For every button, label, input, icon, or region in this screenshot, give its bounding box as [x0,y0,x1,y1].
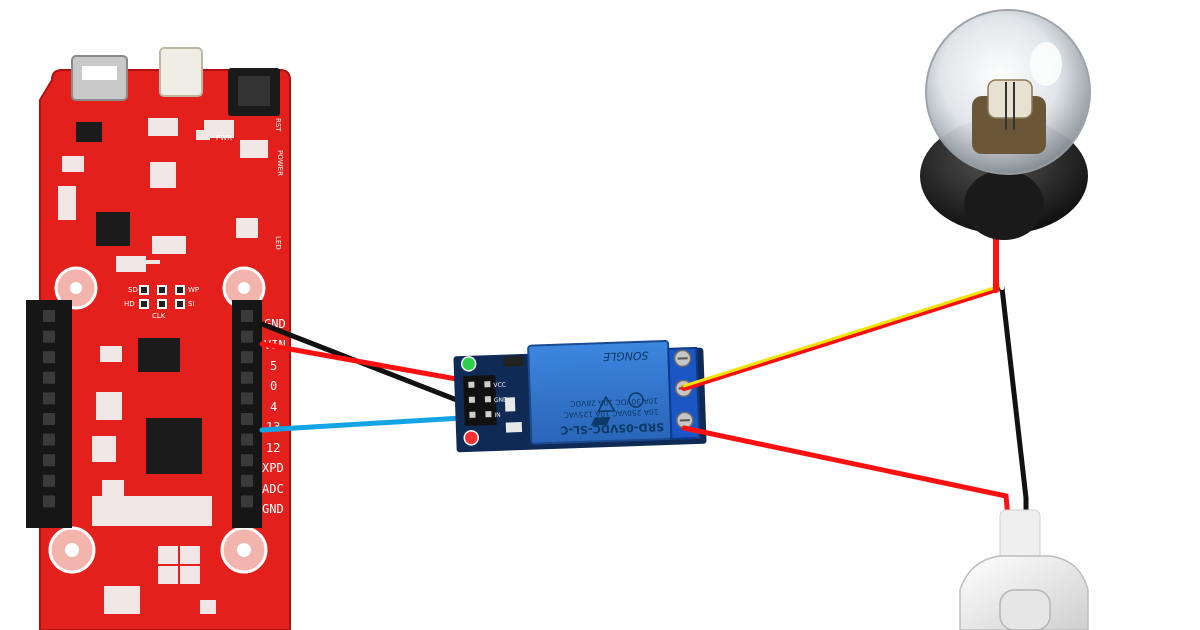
wire-live-yellow [681,285,1003,391]
right-header-hole-8 [241,474,253,487]
silk-led: LED [274,236,282,250]
wire-vin [259,341,465,383]
load-wires [681,235,1029,543]
silk-spi-sd: SD [128,286,138,294]
right-header-hole-3 [241,371,253,384]
left-header-hole-2 [43,351,55,364]
pin-label-5: 5 [270,359,277,373]
relay-module: VCC GND IN SRD-05VDC-SL-C 10A 250VAC 10A… [453,339,707,453]
esp8266-board: SD WP HD SI CLK PWR RST POWER LED GND VI… [26,47,291,630]
right-header-hole-2 [241,351,253,364]
right-header-hole-0 [241,310,253,322]
wire-signal [259,415,465,433]
left-header-hole-6 [43,433,55,446]
pin-label-gnd-2: GND [262,502,284,516]
pin-label-adc: ADC [262,482,284,496]
left-header-hole-8 [43,474,55,487]
pin-label-0: 0 [270,379,277,393]
pin-label-xpd: XPD [262,461,284,475]
right-header-hole-1 [241,330,253,343]
left-header-holes [43,310,55,508]
left-header-hole-5 [43,413,55,425]
usb-serial-chip [96,212,130,246]
right-header-hole-9 [241,495,253,508]
warning-triangle-icon [597,395,616,413]
control-wires [259,321,465,433]
right-header-hole-7 [241,454,253,467]
right-header-hole-4 [241,392,253,405]
relay-brand-text: SONGLE [603,349,649,364]
left-header-hole-1 [43,330,55,343]
left-header-hole-7 [43,454,55,467]
silk-spi-clk: CLK [152,312,166,320]
relay-model-text: SRD-05VDC-SL-C [560,420,664,437]
regulator-chip [76,122,102,142]
switch-toggle [999,589,1051,630]
relay-pin-gnd: GND [494,397,508,404]
right-header-hole-5 [241,413,253,425]
esp-chip [146,418,202,474]
silk-spi-wp: WP [188,286,199,294]
silk-spi-hd: HD [124,300,135,308]
flash-chip [138,338,180,372]
power-led-icon [460,356,477,372]
cqc-logo-icon [628,392,644,408]
battery-connector [159,47,203,97]
relay-pin-in: IN [494,412,501,419]
silk-power: POWER [276,150,284,176]
pin-label-12: 12 [266,441,280,455]
pin-label-4: 4 [270,400,277,414]
silk-spi-si: SI [188,300,195,308]
relay-rating-2: 10A 30VDC 10A 28VDC [570,396,658,408]
left-header-hole-4 [43,392,55,405]
bulb-icon [920,9,1091,240]
switch-icon [959,509,1089,630]
left-header-hole-0 [43,310,55,322]
relay-rating-1: 10A 250VAC 10A 125VAC [563,407,658,419]
wire-neutral-red [681,425,1013,543]
left-header-hole-9 [43,495,55,508]
status-led-icon [463,430,480,446]
pin-label-column: GND VIN 5 0 4 13 12 XPD ADC GND [262,317,286,516]
right-header-hole-6 [241,433,253,446]
relay-pin-vcc: VCC [493,382,506,389]
right-header-holes [241,310,253,508]
silk-pwr: PWR [216,134,232,142]
left-header-hole-3 [43,371,55,384]
songle-logo-icon [590,416,611,426]
silk-rst: RST [274,118,282,132]
